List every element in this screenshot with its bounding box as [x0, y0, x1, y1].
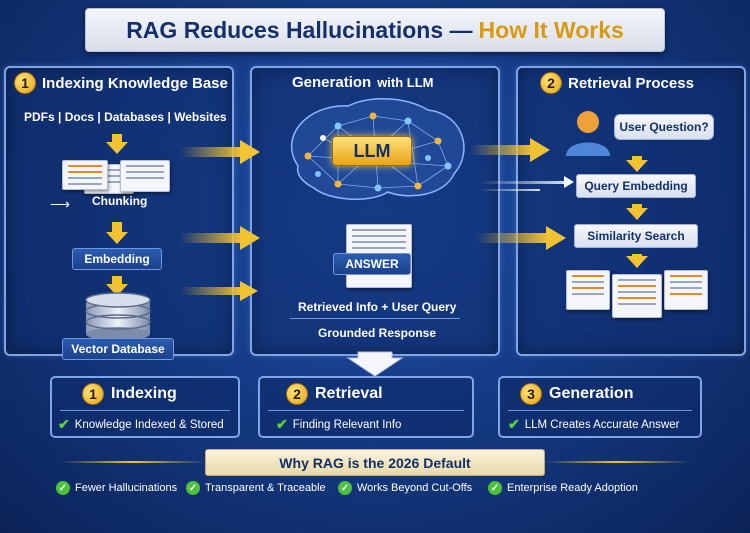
flow-arrow-stem — [112, 134, 122, 142]
step-card-retrieval — [258, 376, 474, 438]
flow-arrow-down-icon — [106, 232, 128, 244]
step-number-badge: 2 — [286, 383, 308, 405]
check-icon: ✔ — [58, 416, 70, 432]
step-title-label: Indexing — [111, 385, 177, 402]
llm-badge: LLM — [332, 136, 412, 166]
step-card-detail: ✔ LLM Creates Accurate Answer — [508, 416, 679, 433]
step-card-generation — [498, 376, 702, 438]
why-rag-banner: Why RAG is the 2026 Default — [205, 449, 545, 476]
arrow-right-icon — [476, 226, 566, 250]
step-number-badge: 1 — [82, 383, 104, 405]
step-card-title: 2 Retrieval — [286, 383, 383, 405]
generation-title-rest: with LLM — [377, 75, 434, 90]
check-icon: ✔ — [276, 416, 288, 432]
grounded-response-label: Grounded Response — [318, 326, 437, 340]
database-icon — [85, 292, 151, 341]
step-card-detail: ✔ Finding Relevant Info — [276, 416, 401, 433]
user-icon — [566, 111, 610, 156]
chunking-arrow-icon: ⟶ — [50, 196, 71, 212]
generation-panel-title: Generation with LLM — [292, 74, 434, 91]
step-card-indexing — [50, 376, 240, 438]
flow-arrow-down-icon — [626, 160, 648, 172]
flow-arrow-down-icon — [626, 208, 648, 220]
step-title-label: Generation — [549, 385, 634, 402]
arrow-down-center-icon — [346, 351, 404, 377]
step-number-badge: 3 — [520, 383, 542, 405]
step-number-badge: 2 — [540, 72, 562, 94]
page-title: RAG Reduces Hallucinations — How It Work… — [85, 8, 665, 52]
benefit-label: Transparent & Traceable — [205, 482, 326, 494]
vector-database-label: Vector Database — [62, 338, 174, 360]
step-detail-label: Knowledge Indexed & Stored — [74, 418, 224, 431]
arrow-right-icon — [470, 138, 550, 162]
similarity-search-box: Similarity Search — [574, 224, 698, 248]
divider — [290, 318, 460, 319]
flow-arrow-down-icon — [626, 256, 648, 268]
step-card-title: 1 Indexing — [82, 383, 177, 405]
step-card-title: 3 Generation — [520, 383, 633, 405]
banner-line-left — [60, 461, 206, 463]
flow-arrow-stem — [632, 156, 642, 162]
embedding-label: Embedding — [72, 248, 162, 270]
check-icon: ✓ — [338, 481, 352, 495]
benefit-item: ✓ Enterprise Ready Adoption — [488, 481, 638, 495]
indexing-title-label: Indexing Knowledge Base — [42, 74, 228, 92]
benefit-item: ✓ Fewer Hallucinations — [56, 481, 177, 495]
retrieved-document-icon — [566, 270, 610, 310]
benefit-item: ✓ Works Beyond Cut-Offs — [338, 481, 472, 495]
divider — [508, 410, 692, 411]
chunking-label: Chunking — [92, 194, 148, 208]
step-title-label: Retrieval — [315, 385, 383, 402]
arrow-right-icon — [480, 176, 574, 191]
data-sources-label: PDFs | Docs | Databases | Websites — [24, 110, 227, 124]
check-icon: ✓ — [488, 481, 502, 495]
benefit-label: Works Beyond Cut-Offs — [357, 482, 473, 494]
step-number-badge: 1 — [14, 72, 36, 94]
benefit-label: Enterprise Ready Adoption — [507, 482, 638, 494]
flow-arrow-stem — [112, 276, 122, 284]
document-icon — [62, 160, 108, 190]
flow-arrow-down-icon — [106, 142, 128, 154]
retrieved-document-icon — [664, 270, 708, 310]
step-detail-label: Finding Relevant Info — [292, 418, 402, 431]
retrieval-panel-title: 2 Retrieval Process — [540, 72, 694, 94]
arrow-right-icon — [180, 281, 258, 301]
check-icon: ✓ — [186, 481, 200, 495]
benefit-item: ✓ Transparent & Traceable — [186, 481, 326, 495]
check-icon: ✓ — [56, 481, 70, 495]
llm-label: LLM — [353, 140, 391, 161]
check-icon: ✔ — [508, 416, 520, 432]
generation-title-bold: Generation — [292, 74, 372, 91]
flow-arrow-stem — [632, 204, 642, 210]
step-card-detail: ✔ Knowledge Indexed & Stored — [58, 416, 224, 433]
benefit-label: Fewer Hallucinations — [75, 482, 178, 494]
retrieval-title-label: Retrieval Process — [568, 74, 694, 92]
arrow-right-icon — [180, 226, 260, 250]
indexing-panel-title: 1 Indexing Knowledge Base — [14, 72, 228, 94]
query-embedding-box: Query Embedding — [576, 174, 696, 198]
retrieved-info-label: Retrieved Info + User Query — [298, 300, 457, 314]
arrow-right-icon — [180, 140, 260, 164]
document-icon — [120, 160, 170, 192]
retrieved-document-icon — [612, 274, 662, 318]
flow-arrow-stem — [112, 222, 122, 232]
divider — [268, 410, 464, 411]
banner-line-right — [544, 461, 690, 463]
answer-label: ANSWER — [333, 253, 411, 275]
user-question-bubble: User Question? — [614, 114, 714, 140]
divider — [60, 410, 230, 411]
title-highlight: How It Works — [478, 16, 624, 43]
title-main: RAG Reduces Hallucinations — — [126, 16, 473, 43]
step-detail-label: LLM Creates Accurate Answer — [524, 418, 680, 431]
